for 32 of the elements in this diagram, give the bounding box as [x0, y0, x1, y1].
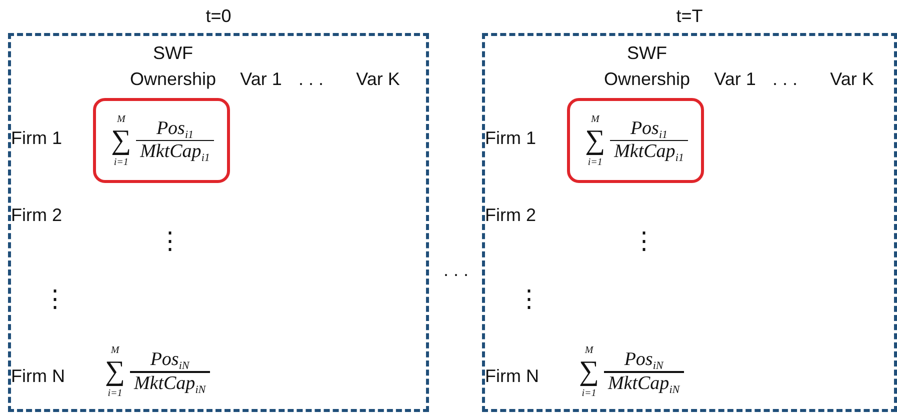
row-label: Firm N [11, 365, 65, 388]
denominator: MktCap$_{iN}$ [132, 372, 207, 395]
numerator: Pos$_{i1}$ [155, 118, 195, 140]
denominator: MktCap$_{i1}$ [613, 141, 685, 164]
panel [8, 6, 429, 414]
ellipsis: ⋮ [43, 285, 67, 315]
numerator: Pos$_{iN}$ [623, 349, 665, 372]
row-label: Firm 1 [485, 127, 536, 150]
numerator: Pos$_{iN}$ [149, 349, 191, 372]
column-header: Var 1 [714, 68, 756, 91]
column-header: SWF Ownership [602, 42, 692, 91]
column-header: Var K [356, 68, 400, 91]
ellipsis: ⋮ [517, 285, 541, 315]
panel-title: t=0 [204, 6, 232, 27]
row-label: Firm N [485, 365, 539, 388]
row-label: Firm 1 [11, 127, 62, 150]
denominator: MktCap$_{i1}$ [139, 141, 211, 164]
highlight-box [567, 98, 704, 183]
highlight-box [93, 98, 230, 183]
ellipsis: ⋮ [632, 227, 656, 257]
ellipsis: . . . [772, 68, 798, 91]
numerator: Pos$_{i1}$ [629, 118, 669, 140]
row-label: Firm 2 [11, 204, 62, 227]
ellipsis: . . . [444, 259, 468, 282]
ellipsis: ⋮ [158, 227, 182, 257]
panel-title: t=T [675, 6, 704, 27]
column-header: Var 1 [240, 68, 282, 91]
row-label: Firm 2 [485, 204, 536, 227]
column-header: SWF Ownership [128, 42, 218, 91]
ellipsis: . . . [298, 68, 324, 91]
column-header: Var K [830, 68, 874, 91]
denominator: MktCap$_{iN}$ [606, 372, 681, 395]
